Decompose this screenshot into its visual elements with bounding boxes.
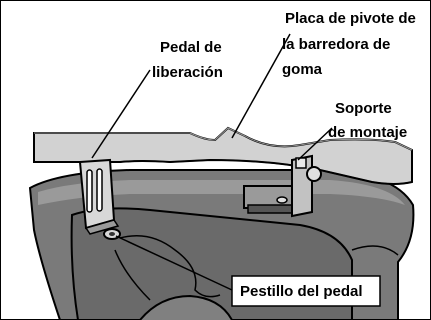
leader-pedal-latch — [115, 235, 233, 291]
label-pedal-release-line1: Pedal de — [160, 39, 222, 56]
body-contour-line-2 — [114, 249, 151, 301]
label-pedal-latch-box — [231, 275, 381, 307]
label-pedal-release-line2: liberación — [152, 64, 223, 81]
leader-pedal-release — [91, 69, 151, 159]
label-pedal-latch: Pestillo del pedal — [240, 283, 363, 300]
label-pivot-plate-line1: Placa de pivote de — [285, 10, 416, 27]
leader-pivot-plate — [231, 33, 291, 139]
pivot-plate-top-edge — [34, 127, 413, 151]
body-contour-line — [119, 235, 221, 298]
label-mount-bracket-line1: Soporte — [335, 100, 392, 117]
label-pivot-plate-line2: la barredora de — [282, 36, 390, 53]
mounting-bracket — [243, 154, 322, 218]
label-mount-bracket-line2: de montaje — [328, 124, 407, 141]
release-pedal — [78, 158, 120, 235]
label-pivot-plate-line3: goma — [282, 61, 323, 78]
bracket-knob-icon — [306, 166, 322, 182]
leader-mount-bracket — [297, 127, 333, 161]
wheel-arc — [139, 294, 233, 320]
body-top-surface — [38, 180, 405, 205]
pivot-plate-front-edge — [34, 159, 413, 185]
body-right-edge — [351, 245, 399, 256]
